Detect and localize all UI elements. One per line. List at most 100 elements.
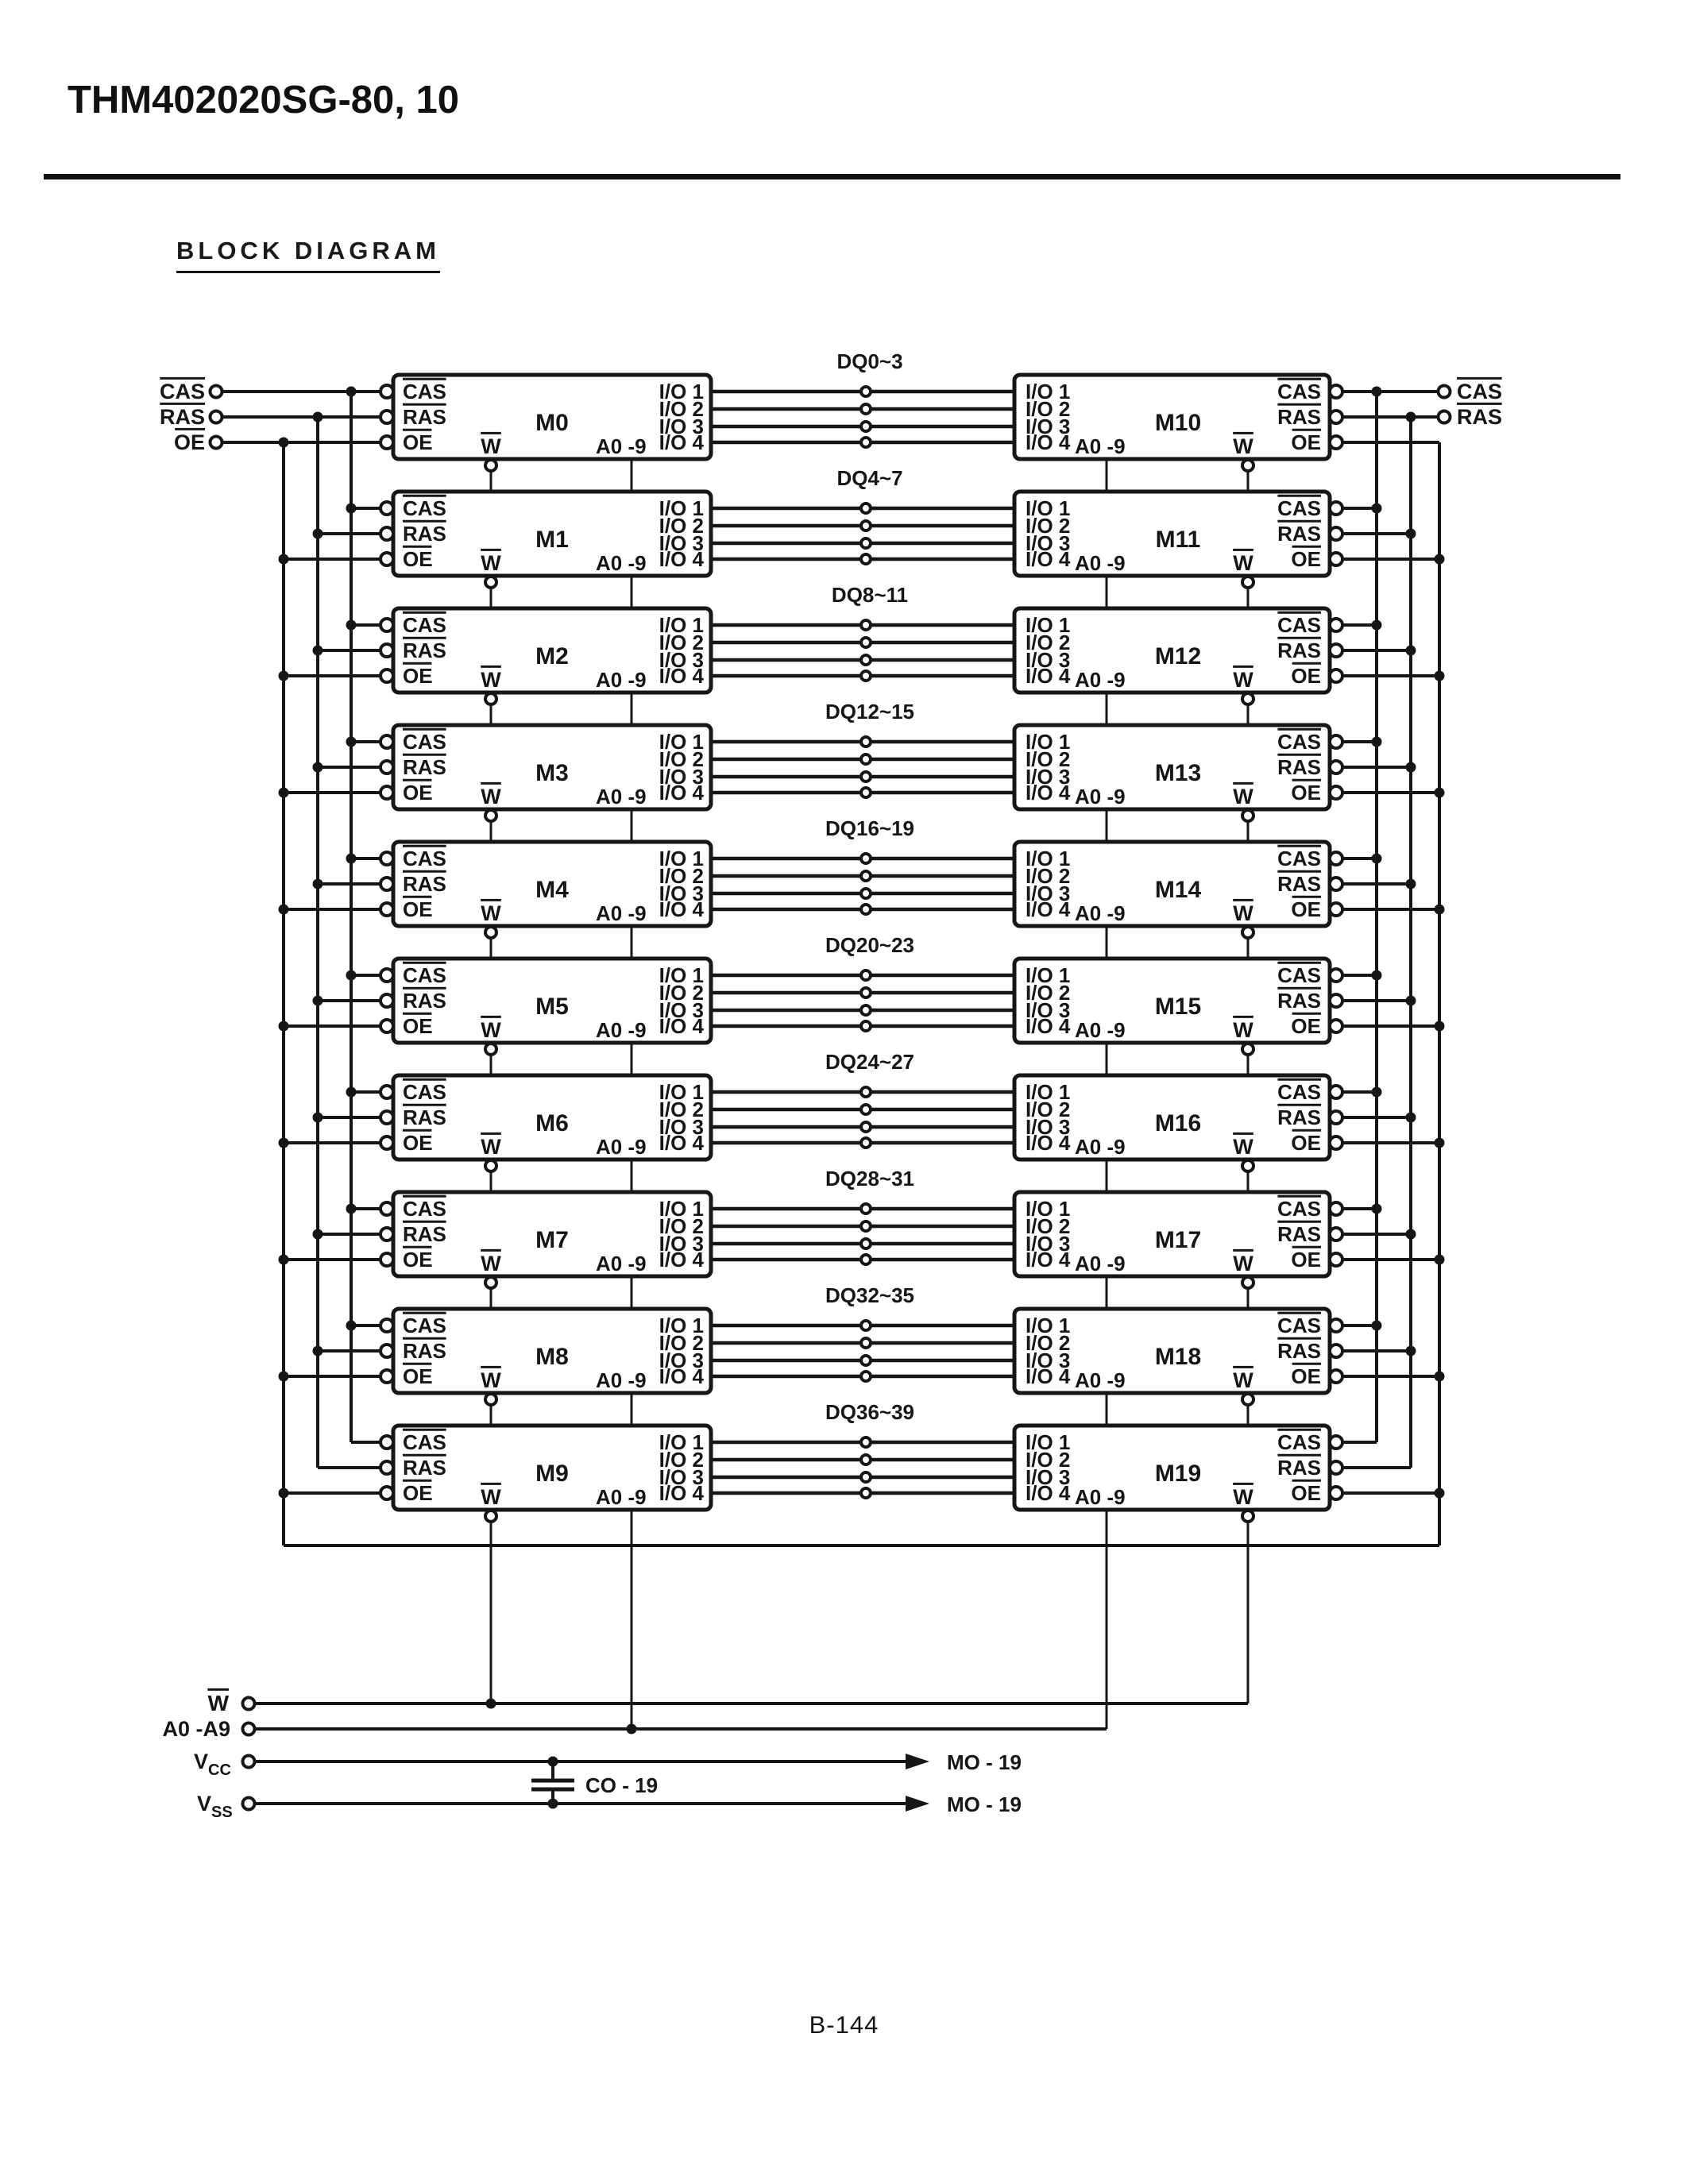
pin-label-cas: CAS [403, 1080, 446, 1104]
pin-label-cas: CAS [403, 1430, 446, 1454]
dq-bus-label: DQ20~23 [825, 933, 914, 957]
pin-label-w: W [1233, 1018, 1253, 1042]
pin-label-a0-9: A0 -9 [596, 668, 647, 692]
pin-label-io: I/O 3 [1026, 531, 1070, 555]
active-low-bubble [379, 1226, 395, 1242]
active-low-bubble [1328, 734, 1344, 750]
active-low-bubble [1328, 1460, 1344, 1476]
active-low-bubble [1241, 575, 1255, 589]
dq-terminal [859, 537, 872, 550]
pin-label-a0-9: A0 -9 [596, 1485, 647, 1509]
active-low-bubble [1328, 785, 1344, 801]
active-low-bubble [379, 734, 395, 750]
pin-label-w: W [1233, 1135, 1253, 1159]
pin-label-ras: RAS [403, 405, 446, 429]
dq-terminal [859, 1436, 872, 1449]
cas-input-terminal [208, 384, 224, 399]
active-low-bubble [484, 1275, 498, 1290]
pin-label-io: I/O 4 [1026, 1248, 1071, 1271]
pin-label-w: W [481, 1252, 501, 1275]
pin-label-io: I/O 1 [1026, 847, 1070, 870]
pin-label-cas: CAS [1277, 847, 1321, 870]
pin-label-oe: OE [1291, 430, 1321, 454]
pin-label-io: I/O 4 [659, 1131, 705, 1155]
pin-label-cas: CAS [403, 496, 446, 520]
module-label: M7 [535, 1227, 569, 1253]
active-low-bubble [1328, 384, 1344, 399]
pin-label-cas: CAS [403, 1197, 446, 1221]
pin-label-ras: RAS [403, 1339, 446, 1363]
pin-label-ras: RAS [403, 872, 446, 896]
pin-label-io: I/O 4 [659, 547, 705, 571]
pin-label-io: I/O 2 [1026, 864, 1070, 888]
vcc-terminal [241, 1754, 257, 1769]
pin-label-io: I/O 4 [1026, 1364, 1071, 1388]
pin-label-io: I/O 1 [659, 1430, 704, 1454]
pin-label-io: I/O 4 [1026, 664, 1071, 688]
active-low-bubble [484, 925, 498, 940]
pin-label-cas: CAS [1277, 496, 1321, 520]
ras-output-terminal [1436, 409, 1452, 425]
pin-label-a0-9: A0 -9 [1075, 1018, 1126, 1042]
pin-label-w: W [481, 785, 501, 808]
pin-label-ras: RAS [1277, 405, 1321, 429]
pin-label-cas: CAS [1277, 1314, 1321, 1337]
pin-label-ras: RAS [1277, 989, 1321, 1013]
pin-label-a0-9: A0 -9 [1075, 434, 1126, 458]
active-low-bubble [1328, 759, 1344, 775]
dq-bus-label: DQ8~11 [832, 583, 908, 607]
pin-label-io: I/O 3 [659, 531, 704, 555]
dq-terminal [859, 1103, 872, 1116]
pin-label-oe: OE [1291, 781, 1321, 805]
vcc-arrow [906, 1754, 929, 1769]
dq-terminal [859, 654, 872, 666]
active-low-bubble [379, 993, 395, 1009]
vss-arrow [906, 1796, 929, 1812]
pin-label-ras: RAS [403, 1106, 446, 1129]
module-label: M18 [1155, 1344, 1201, 1370]
dq-bus-label: DQ24~27 [825, 1050, 914, 1074]
pin-label-io: I/O 2 [1026, 747, 1070, 771]
pin-label-io: I/O 4 [659, 1364, 705, 1388]
pin-label-oe: OE [403, 897, 433, 921]
pin-label-oe: OE [1291, 1248, 1321, 1271]
pin-label-io: I/O 3 [659, 765, 704, 789]
pin-label-io: I/O 2 [1026, 1214, 1070, 1238]
dq-bus-label: DQ4~7 [836, 466, 902, 490]
pin-label-oe: OE [403, 1014, 433, 1038]
active-low-bubble [1328, 500, 1344, 516]
active-low-bubble [379, 1135, 395, 1151]
pin-label-cas: CAS [1277, 1080, 1321, 1104]
dq-bus-label: DQ16~19 [825, 816, 914, 840]
pin-label-io: I/O 4 [659, 664, 705, 688]
dq-terminal [859, 735, 872, 748]
pin-label-io: I/O 1 [659, 1197, 704, 1221]
dq-bus-label: DQ12~15 [825, 700, 914, 723]
active-low-bubble [1328, 642, 1344, 658]
active-low-bubble [1328, 1018, 1344, 1034]
dq-terminal [859, 1004, 872, 1017]
pin-label-io: I/O 2 [1026, 1098, 1070, 1121]
pin-label-cas: CAS [403, 963, 446, 987]
dq-terminal [859, 519, 872, 532]
active-low-bubble [379, 1109, 395, 1125]
cas-input-label: CAS [160, 380, 205, 403]
active-low-bubble [1241, 692, 1255, 706]
pin-label-oe: OE [403, 1248, 433, 1271]
module-label: M17 [1155, 1227, 1201, 1253]
dq-terminal [859, 903, 872, 916]
active-low-bubble [1328, 993, 1344, 1009]
pin-label-io: I/O 1 [659, 380, 704, 403]
active-low-bubble [379, 384, 395, 399]
pin-label-ras: RAS [403, 989, 446, 1013]
section-heading: BLOCK DIAGRAM [176, 237, 440, 273]
junction-dot [547, 1756, 558, 1767]
active-low-bubble [379, 851, 395, 866]
module-label: M15 [1155, 994, 1201, 1020]
write-terminal [241, 1696, 257, 1711]
active-low-bubble [1328, 1343, 1344, 1359]
active-low-bubble [379, 500, 395, 516]
active-low-bubble [379, 1018, 395, 1034]
pin-label-io: I/O 2 [659, 1331, 704, 1355]
dq-terminal [859, 1337, 872, 1349]
